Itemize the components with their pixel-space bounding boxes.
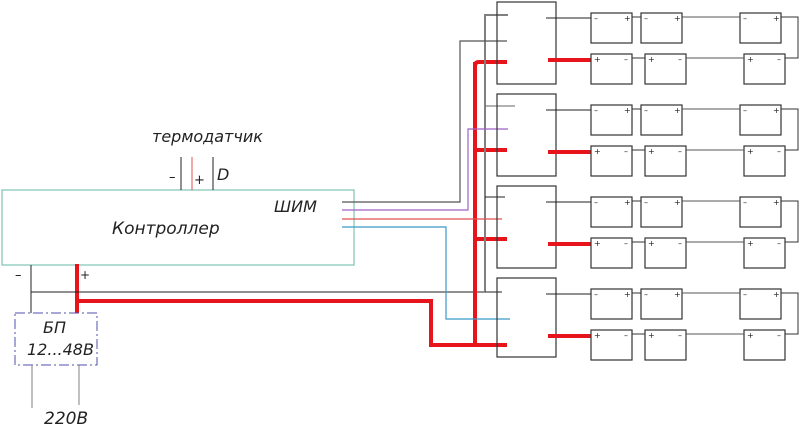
battery-terminal-left: – [594,290,598,299]
battery-terminal-left: – [644,14,648,23]
battery [743,53,786,85]
battery [590,104,633,136]
battery [743,237,786,269]
pwm-wire-2 [342,128,508,211]
psu-voltage-label: 12...48В [27,340,94,359]
battery-terminal-right: – [624,55,628,64]
switch-4-module [496,277,557,358]
battery-terminal-right: – [678,331,682,340]
battery [743,145,786,177]
battery-terminal-right: – [777,239,781,248]
pwm-wire-4 [342,226,510,320]
battery-terminal-left: – [644,198,648,207]
battery-terminal-right: + [773,198,780,207]
battery [590,288,633,320]
thermo-sensor-label: термодатчик [152,127,263,146]
battery-terminal-left: + [648,239,655,248]
battery-terminal-right: + [773,106,780,115]
battery [590,53,633,85]
battery-terminal-right: – [777,147,781,156]
plus-bus-wire [77,299,507,347]
battery [743,329,786,361]
gray-ground-bus [484,14,508,292]
battery-terminal-right: – [624,331,628,340]
battery [644,53,687,85]
battery-terminal-left: + [648,331,655,340]
controller-minus-label: – [15,268,22,283]
battery-terminal-left: + [594,239,601,248]
battery-terminal-right: + [624,106,631,115]
battery-return-link [781,108,799,151]
battery [590,329,633,361]
battery-terminal-left: + [594,55,601,64]
pwm-label: ШИМ [274,197,317,216]
battery [590,12,633,44]
battery-terminal-left: – [743,14,747,23]
battery-terminal-right: + [674,198,681,207]
battery [644,145,687,177]
battery-terminal-left: – [743,198,747,207]
battery [590,145,633,177]
battery-terminal-right: – [678,147,682,156]
battery [640,104,683,136]
battery-terminal-left: + [747,331,754,340]
battery-terminal-right: – [624,147,628,156]
battery-terminal-right: + [674,290,681,299]
battery [739,288,782,320]
battery [644,237,687,269]
battery-terminal-left: – [644,290,648,299]
battery [590,196,633,228]
battery-terminal-left: – [743,106,747,115]
thermo-data-label: D [217,165,229,184]
power-supply-box [14,312,98,366]
battery-terminal-left: + [594,147,601,156]
battery-terminal-right: + [624,290,631,299]
battery-terminal-right: – [777,55,781,64]
battery-terminal-left: + [747,147,754,156]
battery [590,237,633,269]
battery [739,196,782,228]
battery [739,12,782,44]
battery-return-link [781,292,799,335]
battery [640,196,683,228]
battery-terminal-right: + [773,290,780,299]
battery-terminal-left: + [747,55,754,64]
battery-terminal-left: + [648,147,655,156]
psu-name-label: БП [43,318,66,337]
battery-terminal-left: + [594,331,601,340]
controller-plus-label: + [80,268,90,282]
battery-terminal-left: – [594,198,598,207]
mains-label: 220В [44,409,88,429]
switch-1-module [496,1,557,85]
battery [640,12,683,44]
controller-label: Контроллер [112,219,220,239]
thermo-minus-label: – [169,170,176,185]
battery-terminal-left: + [648,55,655,64]
pwm-wire-1 [342,40,507,203]
switch-3-module [496,185,557,269]
battery-terminal-right: + [674,106,681,115]
battery-terminal-right: + [624,14,631,23]
battery-return-link [781,16,799,59]
battery-terminal-left: – [743,290,747,299]
battery [644,329,687,361]
plus-bus-top-corner [473,60,507,67]
battery-terminal-left: – [594,106,598,115]
battery [640,288,683,320]
battery-terminal-right: – [678,55,682,64]
battery-terminal-left: – [644,106,648,115]
battery [739,104,782,136]
battery-terminal-right: – [624,239,628,248]
battery-terminal-left: + [747,239,754,248]
battery-return-link [781,200,799,243]
battery-terminal-right: – [777,331,781,340]
battery-terminal-left: – [594,14,598,23]
battery-terminal-right: + [674,14,681,23]
battery-terminal-right: + [773,14,780,23]
battery-terminal-right: – [678,239,682,248]
thermo-plus-label: + [194,173,205,188]
battery-terminal-right: + [624,198,631,207]
switch-2-module [496,93,557,177]
